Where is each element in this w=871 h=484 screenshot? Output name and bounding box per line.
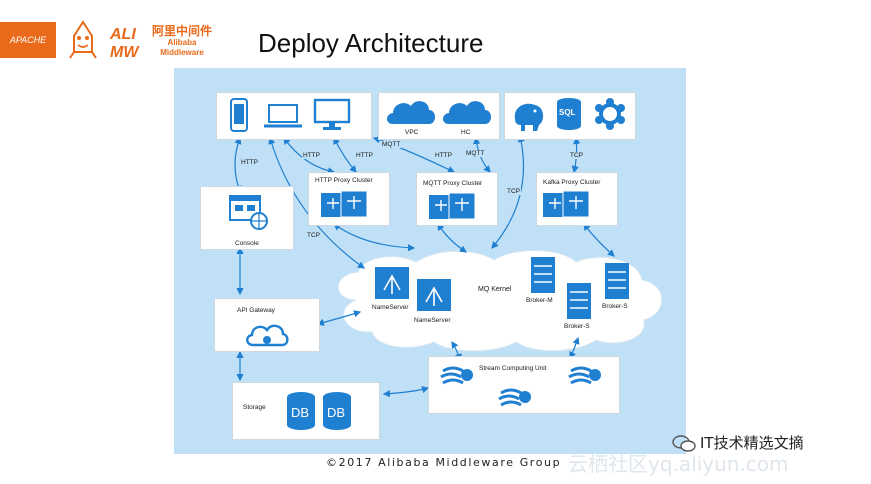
db-1-icon [287,392,315,430]
nameserver-2-label: NameServer [414,317,451,324]
edge-label-tcp-mid: TCP [506,188,521,195]
alibaba-middleware-wordmark: 阿里中间件 Alibaba Middleware [152,24,212,58]
storage-label: Storage [243,404,266,411]
http-proxy-server-icon [321,190,368,218]
vpc-label: VPC [405,129,419,136]
alibaba-cn-text: 阿里中间件 [152,24,213,38]
svg-text:MW: MW [110,44,140,60]
kafka-proxy-cluster-box: Kafka Proxy Cluster [536,172,618,226]
broker-s2-label: Broker-S [602,303,628,310]
kafka-proxy-label: Kafka Proxy Cluster [543,179,601,186]
console-box: Console [200,186,294,250]
broker-m-label: Broker-M [526,297,553,304]
wechat-icon [672,435,696,452]
http-proxy-label: HTTP Proxy Cluster [315,177,373,184]
console-icon [229,195,268,230]
laptop-icon [264,104,302,128]
api-gateway-cloud-icon [246,324,289,347]
rocket-logo-icon [69,20,97,59]
client-devices-box [216,92,372,140]
desktop-monitor-icon [313,98,351,130]
edge-label-http-2: HTTP [355,152,374,159]
network-hub-icon [595,98,625,130]
api-gateway-box: API Gateway [214,298,320,352]
edge-label-http-1: HTTP [302,152,321,159]
edge-label-tcp-left: TCP [306,232,321,239]
http-proxy-cluster-box: HTTP Proxy Cluster [308,172,390,226]
stream-gear-1-icon [440,366,473,385]
alibaba-en-text-1: Alibaba [167,38,197,47]
broker-s1-icon [567,283,591,319]
db-1-label: DB [291,405,310,420]
wechat-account-label: IT技术精选文摘 [700,434,804,452]
hc-label: HC [461,129,471,136]
alibaba-middleware-logo-icon: ALI MW [109,26,140,60]
hc-cloud-icon [443,101,491,124]
broker-s2-icon [605,263,629,299]
svg-text:ALI: ALI [109,26,136,43]
nameserver-1-icon [375,267,409,299]
edge-label-tcp-kafka: TCP [569,152,584,159]
mqtt-proxy-label: MQTT Proxy Cluster [423,180,483,187]
db-2-label: DB [327,405,346,420]
mq-kernel-label: MQ Kernel [478,286,512,293]
mqtt-proxy-cluster-box: MQTT Proxy Cluster [416,172,498,226]
api-gateway-label: API Gateway [237,307,275,314]
sql-database-icon [557,98,581,130]
page-title: Deploy Architecture [258,28,484,58]
sql-label: SQL [559,108,576,117]
nameserver-2-icon [417,279,451,311]
mq-kernel-cloud [337,250,663,352]
db-2-icon [323,392,351,430]
copyright-footer: ©2017 Alibaba Middleware Group [326,456,562,469]
nameserver-1-label: NameServer [372,304,409,311]
apache-logo-text: APACHE [9,35,47,45]
edge-label-mqtt-1: MQTT [381,141,402,148]
edge-label-http-console: HTTP [240,159,259,166]
vpc-cloud-icon [387,101,435,124]
kafka-proxy-server-icon [543,190,590,218]
stream-gear-3-icon [498,388,531,407]
hadoop-elephant-icon [514,103,544,131]
stream-computing-box: Stream Computing Unit [428,356,620,414]
watermark-text: 云栖社区yq.aliyun.com [568,452,789,476]
storage-box: Storage DB DB [232,382,380,440]
edge-label-mqtt-2: MQTT [465,150,486,157]
stream-label: Stream Computing Unit [479,365,547,372]
broker-s1-label: Broker-S [564,323,590,330]
mqtt-proxy-server-icon [429,192,476,220]
console-label: Console [235,240,259,247]
broker-m-icon [531,257,555,293]
alibaba-en-text-2: Middleware [160,48,204,57]
cloud-services-box: VPC HC [378,92,500,140]
mobile-phone-icon [230,98,248,132]
apache-logo: APACHE [0,22,56,58]
edge-label-http-3: HTTP [434,152,453,159]
big-data-box: SQL [504,92,636,140]
stream-gear-2-icon [568,366,601,385]
